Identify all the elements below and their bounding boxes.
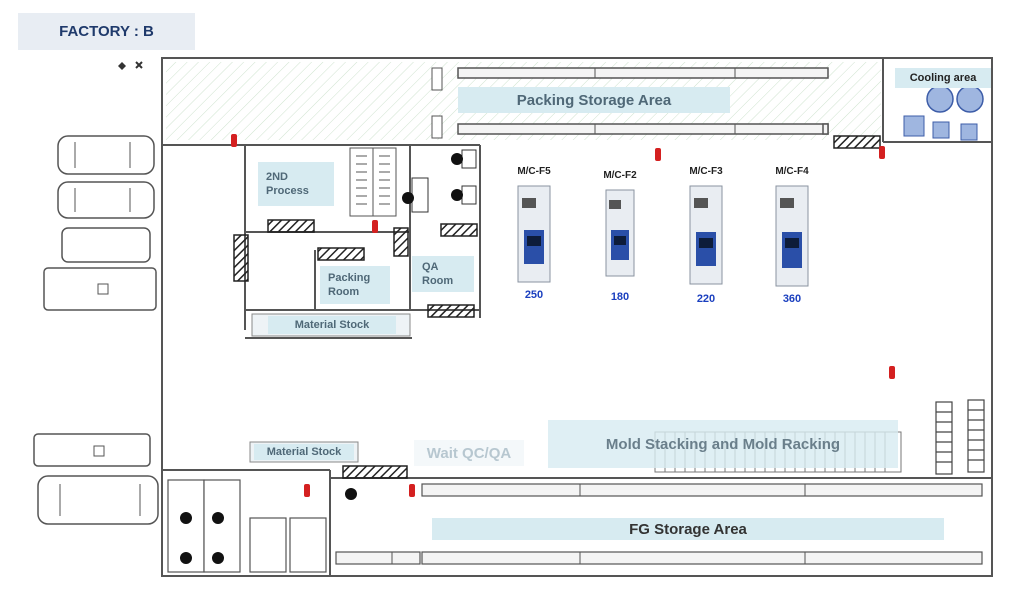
packing-storage-label: Packing Storage Area xyxy=(458,87,730,113)
material-racks xyxy=(249,313,411,463)
cooling-pump xyxy=(960,123,978,141)
restroom-stalls xyxy=(167,479,327,573)
packing-room-label: Packing Room xyxy=(320,266,390,304)
shelf-unit xyxy=(431,67,443,91)
shelf-unit xyxy=(431,115,443,139)
machine-f4-name: M/C-F4 xyxy=(775,166,809,177)
machine-f2-name: M/C-F2 xyxy=(603,170,637,181)
packing-racks xyxy=(457,67,829,135)
mold-stacking-label: Mold Stacking and Mold Racking xyxy=(548,420,898,468)
outer-walls xyxy=(161,57,993,577)
desks xyxy=(411,149,477,213)
machine-f5-value: 250 xyxy=(524,289,544,301)
restroom-fixtures xyxy=(180,512,224,564)
compass-icons xyxy=(118,61,143,70)
fg-racks xyxy=(335,483,983,565)
ladders xyxy=(935,399,985,475)
cooling-tank xyxy=(926,85,954,113)
machine-f4-value: 360 xyxy=(782,293,802,305)
machine-f3-name: M/C-F3 xyxy=(689,166,723,177)
rack-dividers xyxy=(594,68,736,134)
machine-f3-value: 220 xyxy=(696,293,716,305)
machine-f2-value: 180 xyxy=(610,291,630,303)
machine-f5-name: M/C-F5 xyxy=(517,166,551,177)
qa-room-label: QA Room xyxy=(412,256,474,292)
fire-extinguishers xyxy=(231,134,895,497)
cooling-tank xyxy=(956,85,984,113)
doors xyxy=(233,135,881,479)
vehicle-details xyxy=(59,142,141,516)
fg-rack-dividers xyxy=(391,484,806,564)
cooling-pump xyxy=(932,121,950,139)
material-stock-upper-label: Material Stock xyxy=(268,316,396,334)
factory-badge: FACTORY : B xyxy=(18,13,195,50)
vehicles xyxy=(33,135,159,525)
second-process-label: 2ND Process xyxy=(258,162,334,206)
machine-drawings xyxy=(517,185,809,287)
cooling-area-label: Cooling area xyxy=(895,68,991,88)
cooling-pump xyxy=(903,115,925,137)
wait-qc-label: Wait QC/QA xyxy=(414,440,524,466)
fg-storage-label: FG Storage Area xyxy=(432,518,944,540)
material-stock-lower-label: Material Stock xyxy=(254,444,354,460)
chairs xyxy=(345,153,463,500)
stairs xyxy=(349,147,397,217)
